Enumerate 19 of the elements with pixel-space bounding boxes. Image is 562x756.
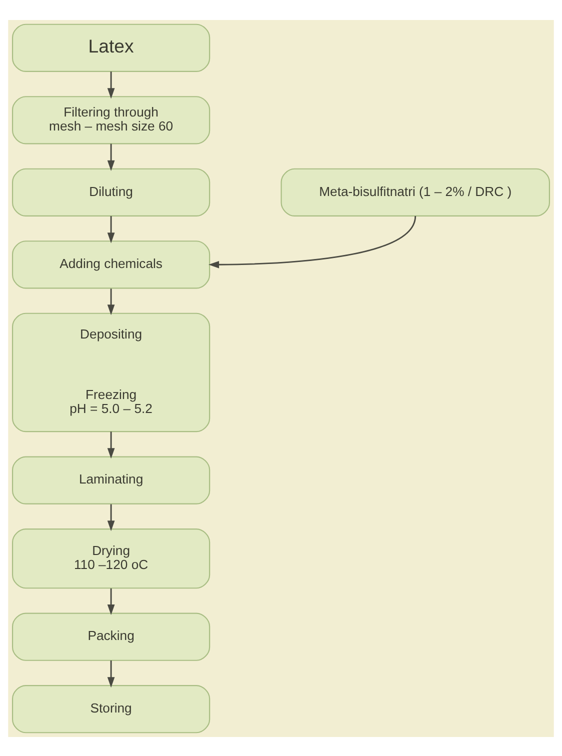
node-box: Drying 110 –120 oC <box>12 528 210 588</box>
arrow <box>107 71 115 98</box>
arrow <box>107 431 115 458</box>
node-box: Depositing Freezing pH = 5.0 – 5.2 <box>12 312 210 432</box>
node-box: Adding chemicals <box>12 240 210 288</box>
node-box: Filtering through mesh – mesh size 60 <box>12 96 210 144</box>
node-box: Packing <box>12 612 210 660</box>
arrow <box>208 215 416 268</box>
node-box: Meta-bisulfitnatri (1 – 2% / DRC ) <box>280 168 550 216</box>
node-box: Diluting <box>12 168 210 216</box>
node-box: Laminating <box>12 456 210 504</box>
arrow <box>107 288 115 315</box>
node-box: Storing <box>12 684 210 733</box>
node-box: Latex <box>12 23 210 72</box>
arrow <box>107 143 115 170</box>
arrow <box>107 588 115 615</box>
arrow <box>107 660 115 688</box>
arrow <box>107 216 115 243</box>
arrow <box>107 504 115 531</box>
